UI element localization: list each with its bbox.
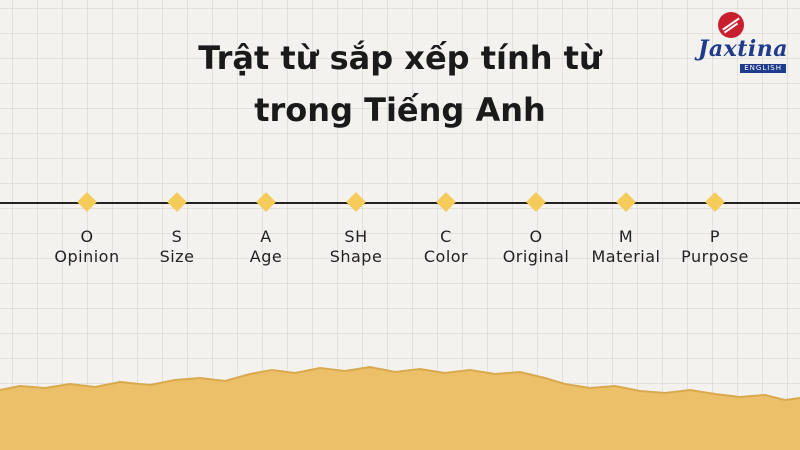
logo-name: Jaxtina <box>697 36 788 62</box>
diamond-marker-icon <box>167 192 187 212</box>
step-word: Color <box>423 247 469 266</box>
step-letter: M <box>618 227 634 246</box>
diamond-marker-icon <box>526 192 546 212</box>
step-word: Purpose <box>681 247 749 266</box>
step-purpose: P Purpose <box>660 192 770 267</box>
timeline-line <box>0 202 800 204</box>
step-letter: S <box>171 227 183 246</box>
diamond-marker-icon <box>616 192 636 212</box>
step-word: Shape <box>329 247 383 266</box>
step-word: Age <box>249 247 283 266</box>
step-letter: SH <box>344 227 368 246</box>
step-letter: O <box>80 227 94 246</box>
step-letter: A <box>260 227 272 246</box>
diamond-marker-icon <box>256 192 276 212</box>
step-age: A Age <box>211 192 321 267</box>
diamond-marker-icon <box>436 192 456 212</box>
step-size: S Size <box>122 192 232 267</box>
diamond-marker-icon <box>705 192 725 212</box>
diamond-marker-icon <box>77 192 97 212</box>
brand-logo: Jaxtina ENGLISH <box>688 12 788 73</box>
step-color: C Color <box>391 192 501 267</box>
step-letter: C <box>440 227 452 246</box>
step-shape: SH Shape <box>301 192 411 267</box>
step-letter: P <box>709 227 721 246</box>
step-word: Size <box>159 247 195 266</box>
step-original: O Original <box>481 192 591 267</box>
step-opinion: O Opinion <box>32 192 142 267</box>
step-word: Original <box>502 247 570 266</box>
torn-paper-decoration <box>0 365 800 450</box>
page-title: Trật từ sắp xếp tính từ trong Tiếng Anh <box>150 32 650 136</box>
step-word: Material <box>591 247 661 266</box>
logo-subtitle: ENGLISH <box>740 64 786 73</box>
step-letter: O <box>529 227 543 246</box>
step-material: M Material <box>571 192 681 267</box>
diamond-marker-icon <box>346 192 366 212</box>
title-line-2: trong Tiếng Anh <box>254 91 546 129</box>
step-word: Opinion <box>54 247 120 266</box>
ball-icon <box>718 12 744 38</box>
title-line-1: Trật từ sắp xếp tính từ <box>198 39 602 77</box>
